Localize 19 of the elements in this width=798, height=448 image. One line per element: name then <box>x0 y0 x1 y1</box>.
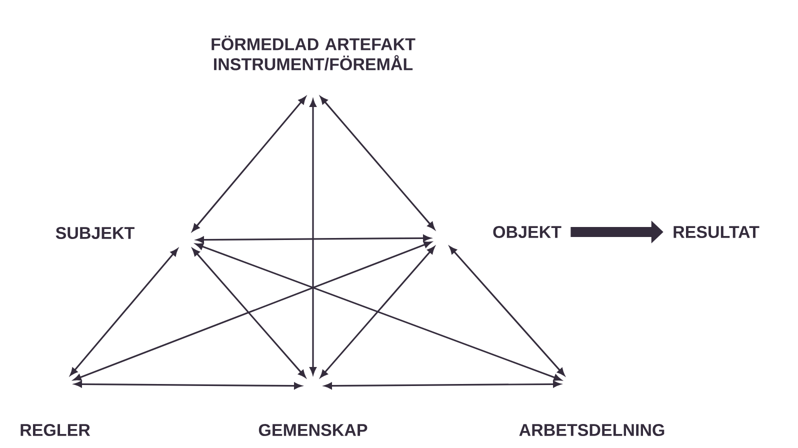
node-label: RESULTAT <box>674 226 760 238</box>
arrow <box>192 248 306 378</box>
arrow <box>196 243 562 381</box>
node-label: OBJEKT <box>493 226 562 238</box>
arrow <box>324 380 561 390</box>
arrow <box>70 248 178 376</box>
node-label: ARBETSDELNING <box>519 424 664 436</box>
node-label: REGLER <box>20 424 90 436</box>
arrow <box>196 234 431 244</box>
node-label: FÖRMEDLAD ARTEFAKT INSTRUMENT/FÖREMÅL <box>212 36 416 70</box>
node-label: SUBJEKT <box>56 226 134 240</box>
arrow <box>310 99 316 375</box>
arrow <box>449 246 565 376</box>
arrow <box>74 380 302 390</box>
arrow <box>192 96 306 232</box>
arrow <box>74 241 432 381</box>
arrow <box>320 246 435 378</box>
node-label: GEMENSKAP <box>258 424 368 436</box>
arrow <box>320 96 435 230</box>
